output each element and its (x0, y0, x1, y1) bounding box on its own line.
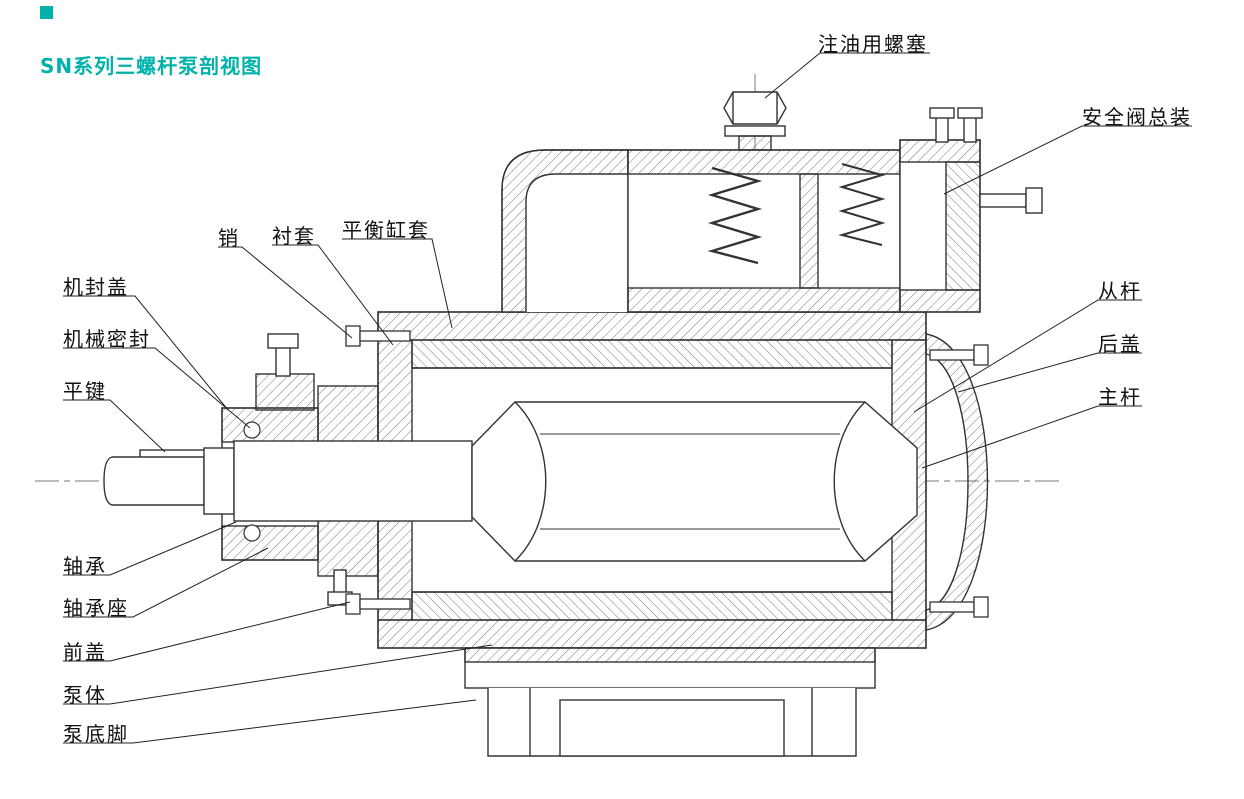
label-flat-key: 平键 (63, 379, 107, 403)
label-pump-body: 泵体 (63, 683, 107, 707)
leader-front-cover (63, 601, 351, 662)
leader-flat-key (63, 399, 166, 453)
leader-bearing-seat (63, 547, 269, 618)
drive-shaft (103, 440, 473, 522)
label-bearing-seat: 轴承座 (63, 596, 129, 620)
label-idler-screw: 从杆 (1098, 279, 1142, 303)
label-pin: 销 (218, 226, 240, 250)
main-screw-spindle (471, 401, 918, 562)
leader-seal-cover (63, 295, 229, 411)
flange-bolts (345, 325, 989, 618)
leader-mechanical-seal (63, 347, 251, 429)
valve-housing-top (501, 149, 901, 313)
label-front-cover: 前盖 (63, 640, 107, 664)
leader-rear-cover (957, 352, 1142, 393)
label-bearing: 轴承 (63, 554, 107, 578)
label-pump-foot: 泵底脚 (63, 722, 129, 746)
page-title: SN系列三螺杆泵剖视图 (40, 54, 263, 78)
pump-base-foot (464, 647, 876, 757)
label-rear-cover: 后盖 (1098, 332, 1142, 356)
label-bushing: 衬套 (272, 224, 316, 248)
label-mechanical-seal: 机械密封 (63, 327, 151, 351)
leader-balance-cylinder (342, 238, 453, 329)
label-mech-seal-cover: 机封盖 (63, 275, 129, 299)
leader-lines (63, 52, 1192, 744)
leader-main-screw (921, 405, 1142, 469)
leader-pump-foot (63, 699, 477, 744)
oil-fill-plug (723, 91, 787, 151)
label-safety-valve-assembly: 安全阀总装 (1082, 105, 1192, 129)
leader-bearing (63, 521, 237, 576)
brand-square (40, 6, 53, 19)
leader-oil-plug (764, 52, 930, 99)
leader-pin (218, 246, 353, 339)
leader-pump-body (63, 644, 493, 705)
leader-idler-screw (913, 299, 1142, 413)
valve-spring-small (838, 163, 886, 246)
label-main-screw: 主杆 (1098, 385, 1142, 409)
leader-safety-valve (943, 125, 1192, 195)
label-oil-plug: 注油用螺塞 (818, 32, 928, 56)
label-balance-cylinder-sleeve: 平衡缸套 (342, 218, 430, 242)
safety-valve-assembly (899, 107, 1043, 313)
rear-cover-dome (925, 333, 989, 631)
valve-spring-large (707, 166, 763, 265)
leader-bushing (272, 244, 394, 346)
